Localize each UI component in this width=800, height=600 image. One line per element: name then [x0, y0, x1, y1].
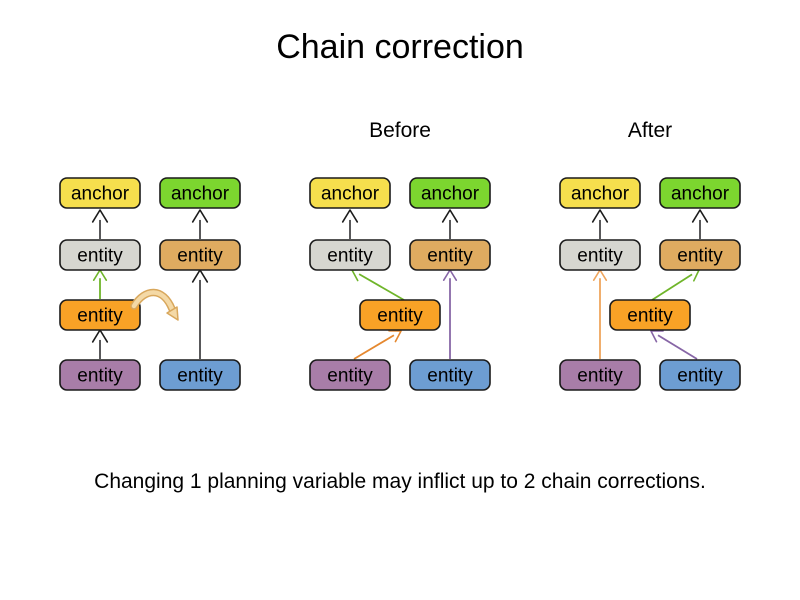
box-label-initial-entity-orange: entity [77, 306, 123, 327]
box-initial-entity-blue [159, 359, 241, 391]
arrow-shaft-after-orange-to-tan [651, 273, 693, 301]
box-before-entity-orange [359, 299, 441, 331]
box-initial-entity-gray [59, 239, 141, 271]
box-label-after-entity-purple: entity [577, 366, 623, 387]
arrow-head-initial-tan-to-anchor [191, 209, 209, 223]
box-initial-entity-orange [59, 299, 141, 331]
box-after-anchor-left [559, 177, 641, 209]
box-label-initial-entity-blue: entity [177, 366, 223, 387]
arrow-shaft-after-blue-to-orange [657, 334, 698, 360]
box-after-entity-purple [559, 359, 641, 391]
arrow-head-after-tan-to-anchor [691, 209, 709, 223]
box-before-anchor-left [309, 177, 391, 209]
box-label-before-entity-blue: entity [427, 366, 473, 387]
box-label-before-anchor-right: anchor [421, 184, 480, 205]
box-before-entity-tan [409, 239, 491, 271]
arrow-head-before-purple-to-orange [388, 329, 402, 343]
box-label-before-entity-orange: entity [377, 306, 423, 327]
box-label-initial-entity-gray: entity [77, 246, 123, 267]
arrow-head-initial-gray-to-anchor [91, 209, 109, 223]
box-after-entity-orange [609, 299, 691, 331]
box-after-entity-blue [659, 359, 741, 391]
box-label-after-entity-orange: entity [627, 306, 673, 327]
box-label-before-entity-gray: entity [327, 246, 373, 267]
box-initial-anchor-left [59, 177, 141, 209]
box-label-before-entity-purple: entity [327, 366, 373, 387]
arrow-shaft-before-purple-to-orange [353, 334, 395, 360]
box-before-entity-purple [309, 359, 391, 391]
page-title: Chain correction [276, 28, 524, 66]
box-label-initial-anchor-right: anchor [171, 184, 230, 205]
box-after-entity-tan [659, 239, 741, 271]
box-label-initial-entity-tan: entity [177, 246, 223, 267]
box-label-before-entity-tan: entity [427, 246, 473, 267]
box-label-after-entity-blue: entity [677, 366, 723, 387]
moved-entity-curved-arrow-body [131, 290, 175, 312]
box-before-anchor-right [409, 177, 491, 209]
arrow-head-after-gray-to-anchor [591, 209, 609, 223]
box-initial-entity-purple [59, 359, 141, 391]
box-before-entity-gray [309, 239, 391, 271]
arrow-head-before-tan-to-anchor [441, 209, 459, 223]
arrow-head-after-orange-to-tan [686, 269, 700, 282]
box-label-after-anchor-left: anchor [571, 184, 630, 205]
before-label: Before [369, 119, 431, 142]
box-label-after-anchor-right: anchor [671, 184, 730, 205]
box-after-entity-gray [559, 239, 641, 271]
box-initial-entity-tan [159, 239, 241, 271]
after-label: After [627, 119, 673, 142]
caption-text: Changing 1 planning variable may inflict… [94, 470, 706, 493]
box-label-before-anchor-left: anchor [321, 184, 380, 205]
box-label-initial-anchor-left: anchor [71, 184, 130, 205]
arrow-shaft-before-orange-to-gray [358, 273, 405, 301]
box-after-anchor-right [659, 177, 741, 209]
box-label-after-entity-tan: entity [677, 246, 723, 267]
box-label-after-entity-gray: entity [577, 246, 623, 267]
box-initial-anchor-right [159, 177, 241, 209]
moved-entity-curved-arrow-head [166, 306, 179, 321]
box-before-entity-blue [409, 359, 491, 391]
arrow-head-before-gray-to-anchor [341, 209, 359, 223]
box-label-initial-entity-purple: entity [77, 366, 123, 387]
arrow-head-after-blue-to-orange [650, 330, 664, 343]
